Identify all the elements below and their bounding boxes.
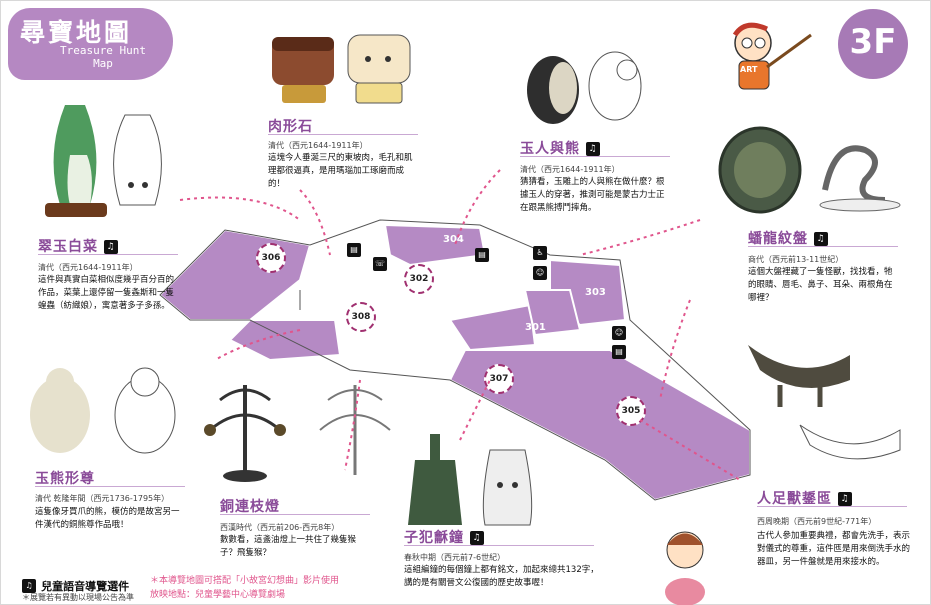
banner-subtitle: Treasure Hunt Map xyxy=(59,44,147,70)
exhibit-era-bell: 春秋中期（西元前7-6世紀） xyxy=(404,553,506,562)
mascot-shirt-text: ART xyxy=(740,65,758,74)
exhibit-title-bell: 子犯龢鐘♫ xyxy=(404,527,484,547)
floor-label: 3F xyxy=(849,22,897,62)
elevator-icon: ▤ xyxy=(475,248,489,262)
exhibit-title-jade-bear: 玉人與熊♫ xyxy=(520,138,600,158)
footer-legend: ♫ 兒童語音導覽選件 xyxy=(22,575,129,594)
footer-pink-1: ＊本導覽地圖可搭配「小故宮幻想曲」影片使用 xyxy=(150,576,340,586)
exhibit-desc-jade-bear: 猜猜看，玉雕上的人與熊在做什麼？根據玉人的穿著，推測可能是蒙古力士正在跟黑熊搏鬥… xyxy=(520,177,665,213)
room-307: 307 xyxy=(484,364,514,394)
room-304: 304 xyxy=(443,234,464,245)
bell-picture xyxy=(408,434,533,526)
exhibit-title-meat-stone: 肉形石 xyxy=(268,119,313,135)
exhibit-era-yi: 西周晚期（西元前9世紀-771年） xyxy=(757,517,877,526)
exhibit-desc-cabbage: 這件與真實白菜相似度幾乎百分百的作品，菜葉上還停留一隻螽斯和一隻蝗蟲（紡織娘），… xyxy=(38,275,175,311)
exhibit-era-dragon-plate: 商代（西元前13-11世紀） xyxy=(748,255,844,264)
banner-title: 尋寶地圖 xyxy=(20,18,133,47)
floor-plan-map xyxy=(158,219,751,502)
elevator-icon: ▤ xyxy=(347,243,361,257)
accessible-icon: ♿ xyxy=(533,246,547,260)
phone-icon: ☏ xyxy=(373,257,387,271)
divider xyxy=(268,134,418,135)
exhibit-era-jade-bear: 清代（西元1644-1911年） xyxy=(520,165,620,174)
meat-stone-picture xyxy=(272,34,411,104)
restroom-icon: ☺ xyxy=(612,326,626,340)
exhibit-desc-dragon-plate: 這個大盤裡藏了一隻怪獸，找找看，牠的眼睛、唇毛、鼻子、耳朵、兩根角在哪裡？ xyxy=(748,267,893,303)
divider xyxy=(38,254,178,255)
room-302: 302 xyxy=(404,264,434,294)
audio-guide-icon: ♫ xyxy=(22,578,36,593)
exhibit-desc-lamp: 數數看，這盞油燈上一共住了幾隻猴子？飛隻猴？ xyxy=(220,535,357,558)
divider xyxy=(220,514,370,515)
room-300: 300 xyxy=(402,320,423,331)
audio-guide-icon[interactable]: ♫ xyxy=(586,142,600,156)
divider xyxy=(748,246,898,247)
dragon-plate-picture xyxy=(718,126,901,214)
room-308: 308 xyxy=(346,302,376,332)
exhibit-title-dragon-plate: 蟠龍紋盤♫ xyxy=(748,228,828,248)
room-303: 303 xyxy=(585,287,606,298)
footer-title: 兒童語音導覽選件 xyxy=(41,580,130,593)
cabbage-picture xyxy=(45,105,162,217)
audio-guide-icon[interactable]: ♫ xyxy=(838,492,852,506)
exhibit-era-cabbage: 清代（西元1644-1911年） xyxy=(38,263,138,272)
jade-bear-picture xyxy=(527,51,642,124)
exhibit-title-lamp: 銅連枝燈 xyxy=(220,499,280,515)
exhibit-desc-bear-vessel: 這隻像牙買爪的熊，模仿的是故宮另一件漢代的銅熊尊作品哦！ xyxy=(35,507,180,530)
audio-guide-icon[interactable]: ♫ xyxy=(104,240,118,254)
room-306: 306 xyxy=(256,243,286,273)
exhibit-desc-meat-stone: 這塊今人垂涎三尺的東坡肉，毛孔和肌理都很逼真，是用瑪瑙加工琢磨而成的！ xyxy=(268,153,413,189)
exhibit-title-bear-vessel: 玉熊形尊 xyxy=(35,471,95,487)
exhibit-desc-bell: 這組編鐘的每個鐘上都有銘文，加起來總共132字，講的是有關晉文公復國的歷史故事喔… xyxy=(404,565,599,588)
room-301: 301 xyxy=(525,322,546,333)
divider xyxy=(520,156,670,157)
bear-vessel-picture xyxy=(30,367,176,454)
yi-vessel-picture xyxy=(748,345,901,460)
mascot-boy-icon xyxy=(732,22,812,90)
divider xyxy=(404,545,594,546)
exhibit-title-yi: 人足獸鋬匜♫ xyxy=(757,488,852,508)
divider xyxy=(757,506,907,507)
restroom-icon: ☺ xyxy=(533,266,547,280)
elevator-icon: ▤ xyxy=(612,345,626,359)
exhibit-era-bear-vessel: 清代 乾隆年間（西元1736-1795年） xyxy=(35,494,170,503)
footer-pink-2: 放映地點：兒童學藝中心導覽劇場 xyxy=(150,590,286,600)
lamp-picture xyxy=(204,385,391,482)
header-banner xyxy=(8,8,173,80)
exhibit-desc-yi: 古代人參加重要典禮，都會先洗手，表示對儀式的尊重，這件匜是用來倒洗手水的器皿，另… xyxy=(757,531,911,567)
divider xyxy=(35,486,185,487)
footer-note: ＊展覽若有異動以現場公告為準 xyxy=(22,593,134,602)
exhibit-era-meat-stone: 清代（西元1644-1911年） xyxy=(268,141,368,150)
audio-guide-icon[interactable]: ♫ xyxy=(814,232,828,246)
floor-badge xyxy=(838,9,908,79)
mascot-girl-icon xyxy=(665,531,705,605)
audio-guide-icon[interactable]: ♫ xyxy=(470,531,484,545)
exhibit-era-lamp: 西漢時代（西元前206-西元8年） xyxy=(220,523,340,532)
exhibit-title-cabbage: 翠玉白菜♫ xyxy=(38,236,118,256)
